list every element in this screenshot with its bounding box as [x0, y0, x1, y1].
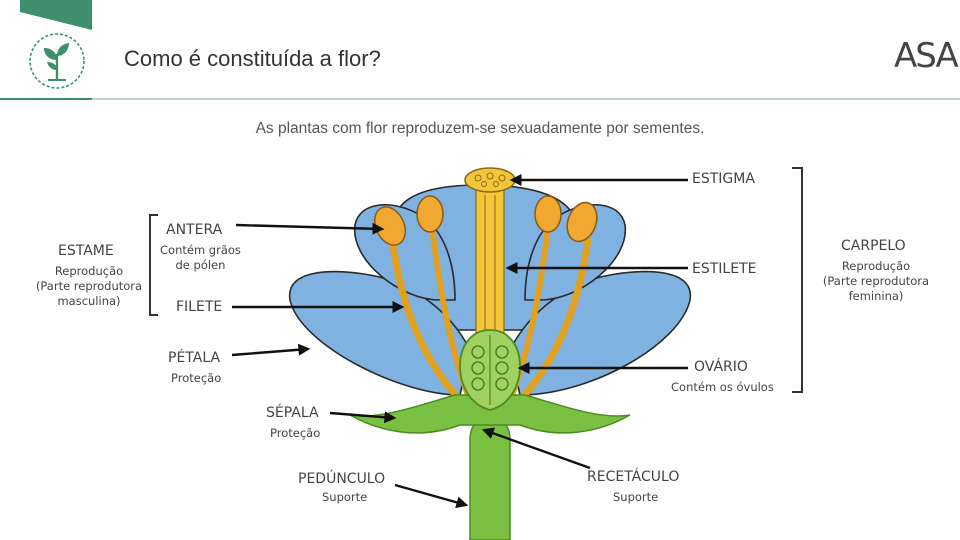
label-petala-desc: Proteção: [171, 371, 222, 385]
label-recetaculo-desc: Suporte: [613, 490, 659, 504]
label-estame-desc: Reprodução (Parte reprodutora masculina): [35, 264, 143, 308]
estame-bracket: [149, 214, 158, 316]
stigma: [464, 167, 516, 193]
filament-left: [388, 237, 468, 408]
label-pedunculo: PEDÚNCULO: [298, 471, 386, 487]
label-ovario: OVÁRIO: [694, 359, 748, 375]
arrow-petala: [231, 343, 311, 357]
carpelo-bracket: [792, 167, 803, 393]
brand-logo: ASA: [894, 36, 959, 76]
sepals: [349, 394, 631, 434]
label-estame: ESTAME: [58, 243, 114, 259]
label-filete: FILETE: [176, 299, 223, 315]
arrow-antera: [235, 222, 385, 235]
header-divider: [0, 98, 960, 100]
label-estigma: ESTIGMA: [692, 171, 755, 187]
petal-left-large: [289, 270, 471, 396]
label-carpelo: CARPELO: [841, 238, 906, 254]
label-antera: ANTERA: [166, 222, 223, 238]
page-title: Como é constituída a flor?: [124, 46, 381, 71]
style: [475, 189, 505, 336]
subtitle: As plantas com flor reproduzem-se sexuad…: [255, 120, 705, 137]
label-sepala: SÉPALA: [266, 405, 319, 421]
header-divider-accent: [0, 98, 92, 100]
arrow-recetaculo: [481, 427, 591, 470]
filament-right: [512, 237, 592, 408]
petal-right-large: [509, 270, 691, 396]
anther-right-2: [534, 195, 562, 233]
label-ovario-desc: Contém os óvulos: [671, 380, 774, 394]
seedling-logo-icon: [29, 33, 85, 89]
label-petala: PÉTALA: [168, 350, 221, 366]
label-pedunculo-desc: Suporte: [322, 490, 368, 504]
anther-right: [566, 201, 598, 243]
label-carpelo-desc: Reprodução (Parte reprodutora feminina): [822, 259, 930, 303]
arrow-sepala: [329, 411, 397, 424]
label-recetaculo: RECETÁCULO: [587, 469, 680, 485]
anther-left-2: [416, 195, 444, 233]
label-antera-desc: Contém grãos de pólen: [160, 243, 241, 272]
label-sepala-desc: Proteção: [270, 426, 321, 440]
arrow-pedunculo: [394, 483, 469, 509]
label-estilete: ESTILETE: [692, 261, 757, 277]
ovules: [471, 345, 509, 391]
